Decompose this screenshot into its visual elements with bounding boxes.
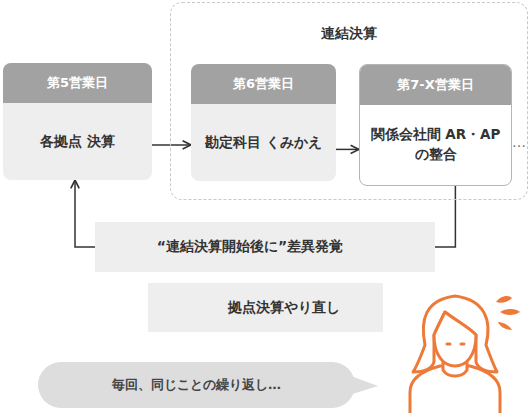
flow-connector xyxy=(75,180,95,247)
step-text: 各拠点 決算 xyxy=(3,103,152,180)
step-box: 第7-X営業日関係会社間 AR・APの整合 xyxy=(359,64,512,186)
node-text: 拠点決算やり直し xyxy=(228,299,340,317)
step-box: 第6営業日勘定科目 くみかえ xyxy=(191,64,336,181)
speech-bubble: 毎回、同じことの繰り返し… xyxy=(38,362,355,408)
day-header: 第5営業日 xyxy=(3,63,152,103)
flow-connector xyxy=(435,186,455,247)
node-text: 毎回、同じことの繰り返し… xyxy=(112,376,281,394)
issue-band: “連結決算開始後に”差異発覚 xyxy=(95,222,435,272)
flow-connector xyxy=(152,144,191,146)
redo-box: 拠点決算やり直し xyxy=(148,283,383,332)
consolidation-region: 連結決算第6営業日勘定科目 くみかえ第7-X営業日関係会社間 AR・APの整合 xyxy=(170,2,528,200)
step-box: 第5営業日各拠点 決算 xyxy=(3,63,152,180)
step-text: 関係会社間 AR・APの整合 xyxy=(360,105,511,185)
day-header: 第7-X営業日 xyxy=(360,65,511,105)
step-text: 勘定科目 くみかえ xyxy=(191,104,336,181)
node-text: “連結決算開始後に”差異発覚 xyxy=(157,238,343,256)
continuation-mark: … xyxy=(512,134,526,150)
worried-person xyxy=(410,296,500,413)
region-title: 連結決算 xyxy=(171,25,527,43)
sweat-drops xyxy=(496,296,520,330)
day-header: 第6営業日 xyxy=(191,64,336,104)
flow-connector xyxy=(336,149,359,151)
